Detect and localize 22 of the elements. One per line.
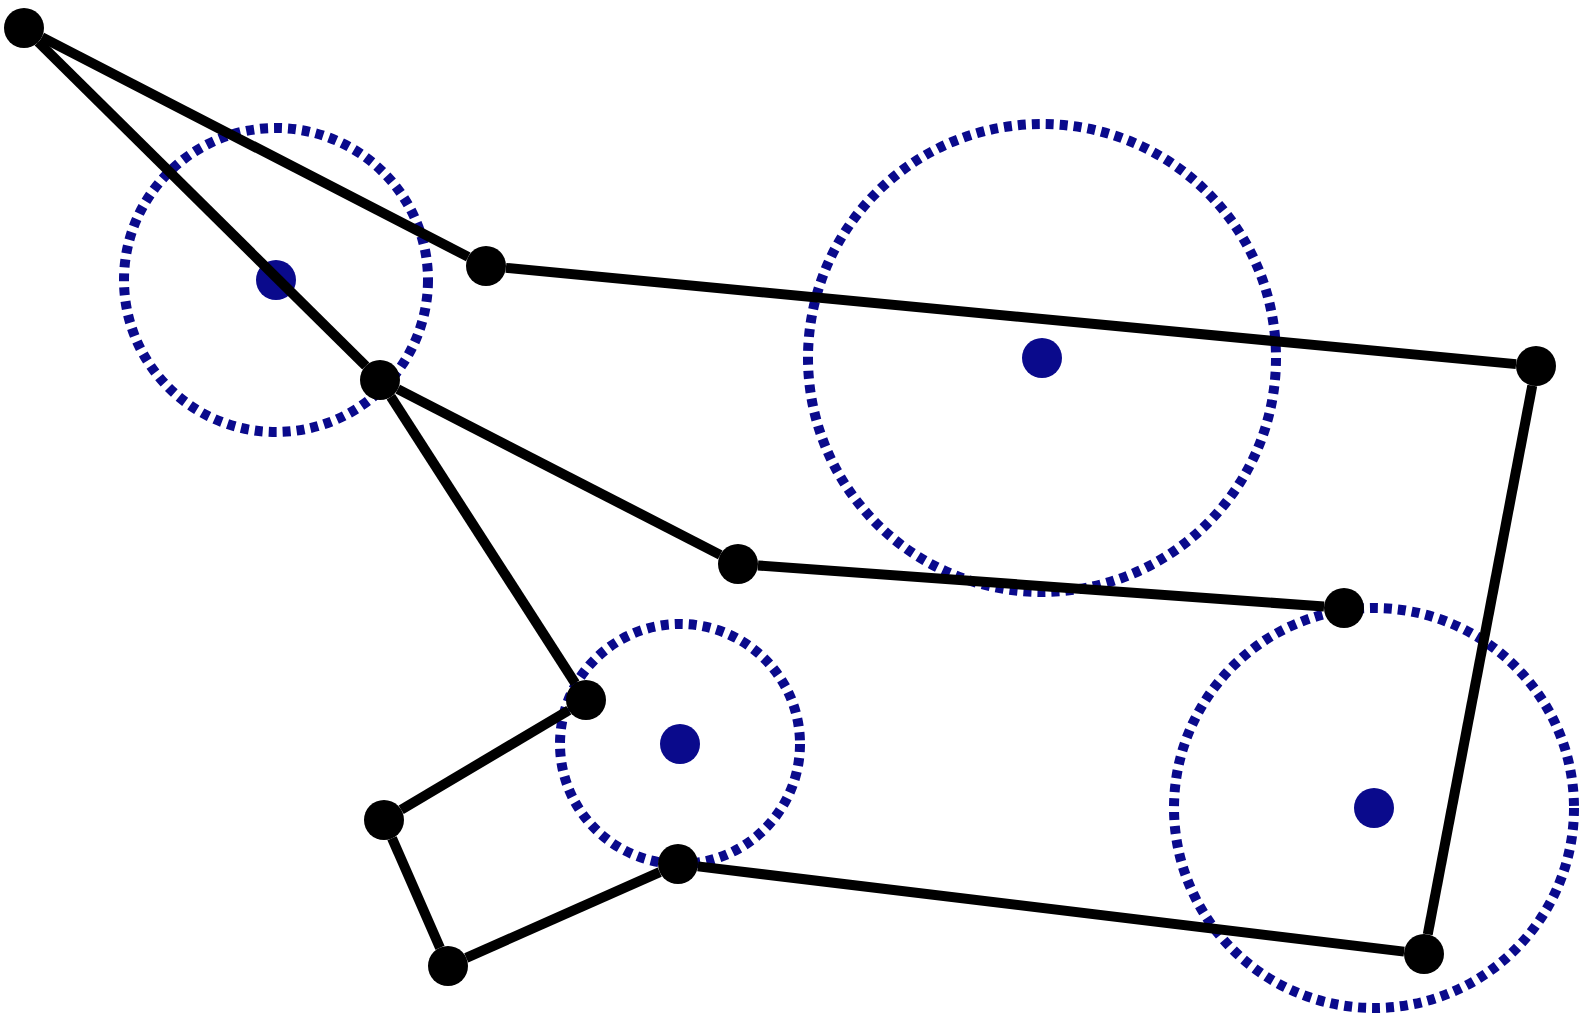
vertex-dot	[4, 8, 44, 48]
vertex-dot	[360, 360, 400, 400]
vertex-dot	[566, 680, 606, 720]
connecting-line	[34, 38, 370, 370]
vertex-dot	[1516, 346, 1556, 386]
vertex-dot	[718, 544, 758, 584]
connecting-line	[398, 705, 572, 815]
connecting-line	[757, 560, 1325, 612]
vertex-dot	[1324, 588, 1364, 628]
vertex-dot	[364, 800, 404, 840]
connecting-line	[464, 867, 662, 963]
vertex-dot	[428, 946, 468, 986]
connecting-line	[505, 262, 1517, 370]
connecting-line	[387, 836, 445, 950]
connecting-line	[1422, 384, 1538, 936]
vertex-dot	[658, 844, 698, 884]
vertex-dot	[466, 246, 506, 286]
connecting-line	[39, 32, 471, 262]
connecting-line	[697, 861, 1405, 957]
connecting-line	[386, 394, 580, 686]
connecting-line	[395, 384, 723, 560]
vertex-dot	[1404, 934, 1444, 974]
